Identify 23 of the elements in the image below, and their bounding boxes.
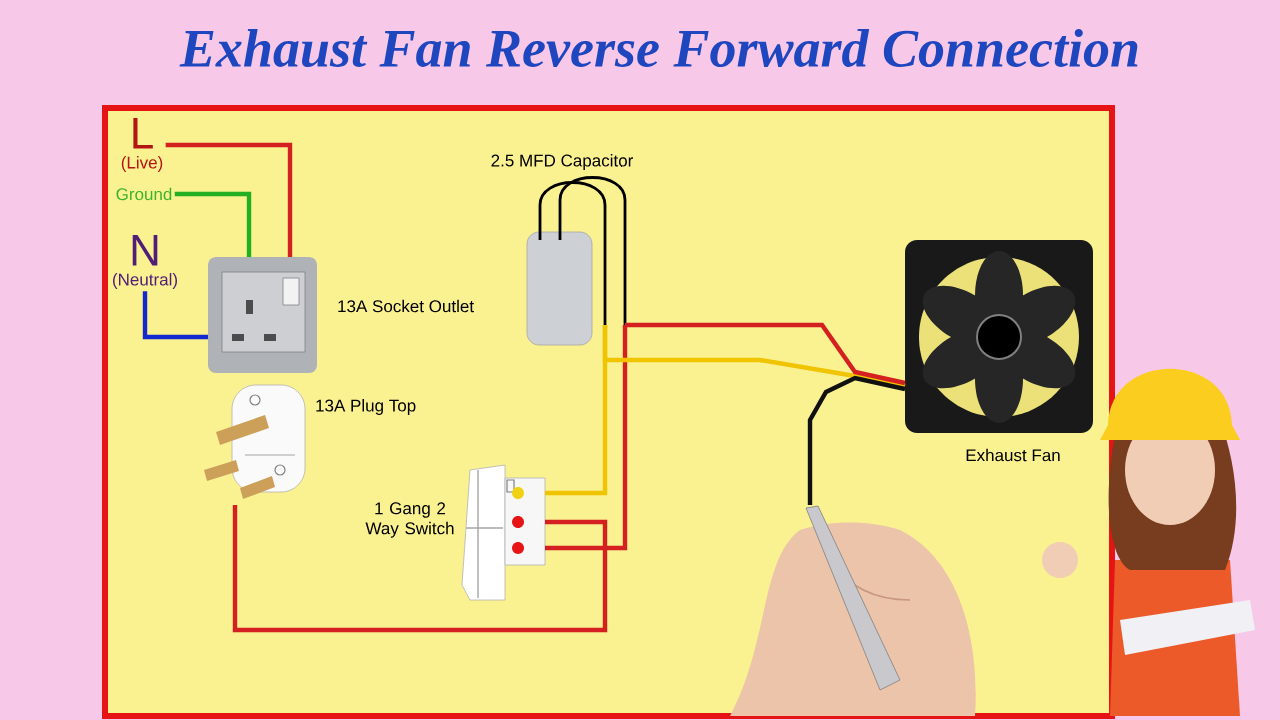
wire bbox=[165, 142, 293, 257]
wire bbox=[545, 325, 628, 551]
component-label: Exhaust Fan bbox=[966, 448, 1060, 462]
component-label: 13A Plug Top bbox=[316, 399, 416, 415]
wire bbox=[142, 291, 208, 340]
component-label: 1 Gang 2 Way Switch bbox=[365, 502, 454, 538]
wire bbox=[174, 191, 252, 257]
plug-drawing bbox=[204, 384, 306, 499]
capacitor-drawing bbox=[526, 176, 627, 346]
socket-drawing bbox=[208, 257, 317, 373]
exhaust-fan-drawing bbox=[905, 240, 1093, 433]
terminal-label: N (Neutral) bbox=[113, 235, 177, 289]
terminal-label: Ground bbox=[116, 187, 172, 201]
wire bbox=[232, 505, 608, 633]
title: Exhaust Fan Reverse Forward Connection bbox=[179, 28, 1138, 68]
switch-drawing bbox=[461, 464, 546, 601]
wire bbox=[625, 322, 906, 386]
terminal-label: L (Live) bbox=[121, 118, 163, 172]
component-label: 2.5 MFD Capacitor bbox=[491, 154, 633, 170]
wire bbox=[602, 325, 906, 389]
wire bbox=[807, 375, 906, 505]
component-label: 13A Socket Outlet bbox=[338, 299, 474, 313]
hand-drawing bbox=[730, 505, 976, 716]
